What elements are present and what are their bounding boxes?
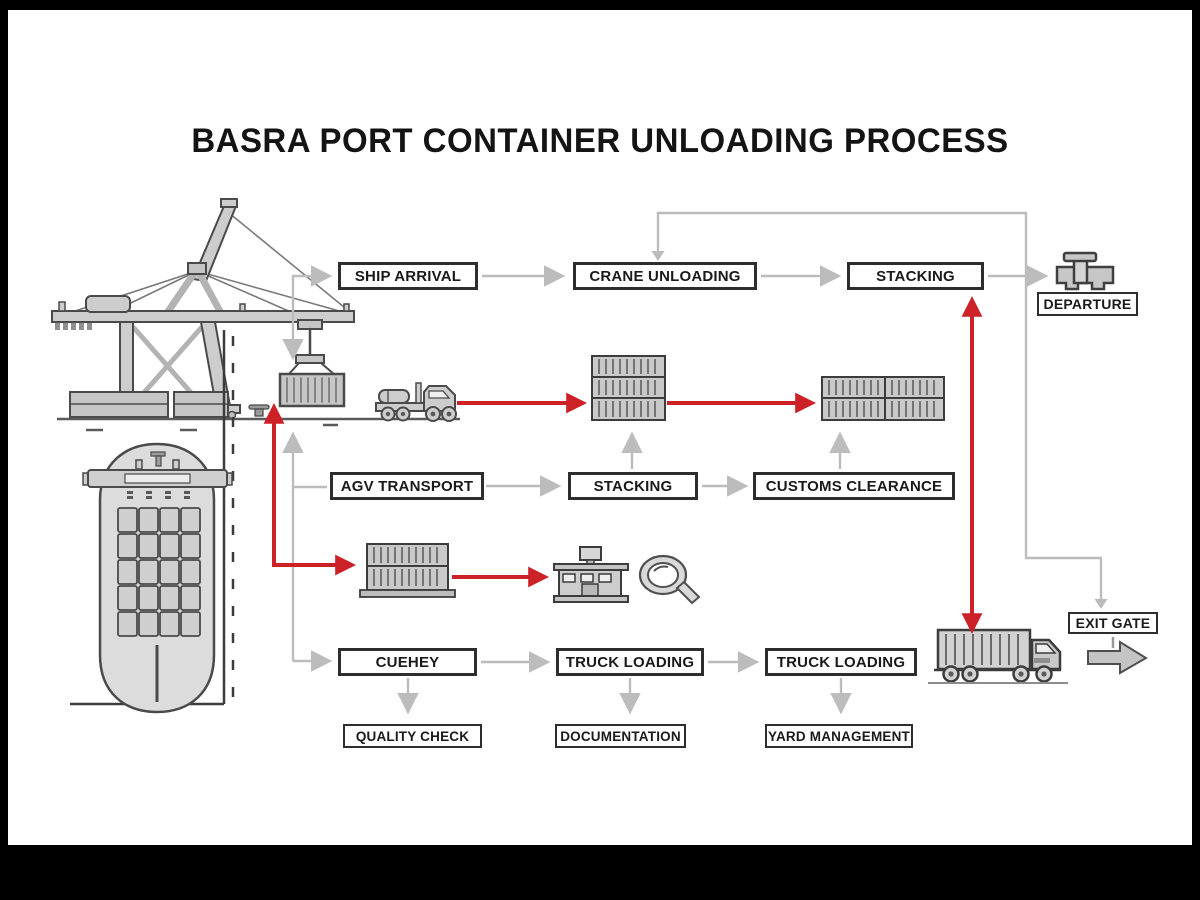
node-stacking-mid: STACKING — [568, 472, 698, 500]
gray-connectors — [282, 211, 1103, 715]
feedback-arrowheads — [651, 251, 1108, 609]
magnifier-icon — [638, 554, 701, 605]
container-stack-wide — [821, 376, 945, 421]
node-customs-clearance: CUSTOMS CLEARANCE — [753, 472, 955, 500]
node-exit-gate: EXIT GATE — [1068, 612, 1158, 634]
node-documentation: DOCUMENTATION — [555, 724, 686, 748]
customs-building-icon — [553, 546, 629, 603]
bollard-icon — [248, 404, 270, 417]
gantry-crane-illustration — [51, 198, 355, 420]
node-truck-loading-1: TRUCK LOADING — [556, 648, 704, 676]
terminal-tractor-illustration — [375, 382, 457, 422]
node-yard-management: YARD MANAGEMENT — [765, 724, 913, 748]
container-stack-2tier — [359, 543, 456, 598]
diagram-title: BASRA PORT CONTAINER UNLOADING PROCESS — [191, 122, 1009, 160]
node-stacking-top: STACKING — [847, 262, 984, 290]
diagram-canvas — [8, 10, 1192, 845]
departure-bollard-icon — [1055, 251, 1115, 291]
red-routes — [263, 295, 983, 635]
container-stack-3tier — [591, 355, 666, 421]
exit-arrow-icon — [1087, 637, 1148, 675]
node-quality-check: QUALITY CHECK — [343, 724, 482, 748]
container-ship-illustration — [82, 442, 233, 714]
node-agv-transport: AGV TRANSPORT — [330, 472, 484, 500]
node-truck-loading-2: TRUCK LOADING — [765, 648, 917, 676]
node-cuehey: CUEHEY — [338, 648, 477, 676]
node-crane-unloading: CRANE UNLOADING — [573, 262, 757, 290]
container-truck-illustration — [928, 628, 1068, 684]
node-departure: DEPARTURE — [1037, 292, 1138, 316]
node-ship-arrival: SHIP ARRIVAL — [338, 262, 478, 290]
